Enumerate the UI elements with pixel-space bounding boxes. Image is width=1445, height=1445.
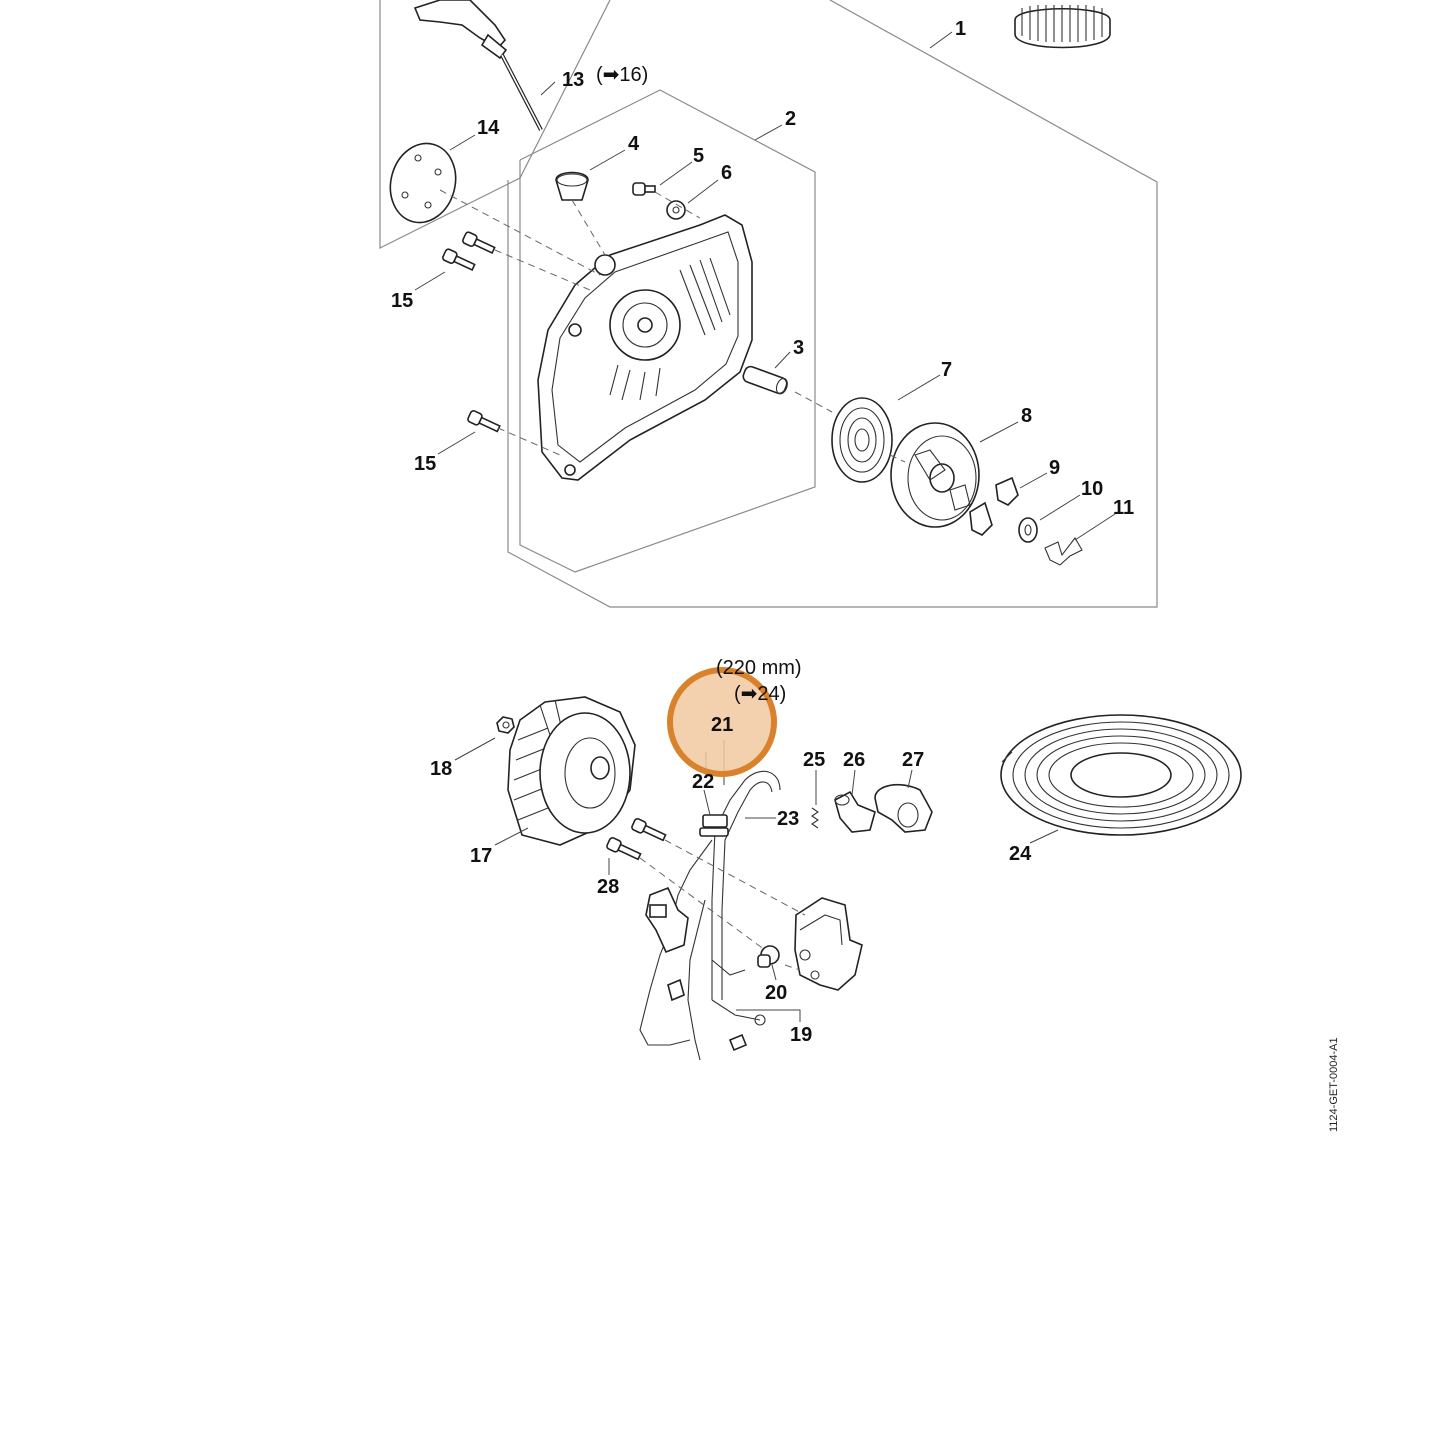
part-27-spark-plug-boot[interactable] [874, 783, 933, 833]
note-length-220mm: (220 mm) [716, 657, 802, 679]
callout-13[interactable]: 13 [562, 69, 584, 91]
part-2-fan-housing[interactable] [537, 214, 753, 481]
callout-9[interactable]: 9 [1049, 457, 1060, 479]
part-7-rewind-spring[interactable] [831, 397, 893, 483]
callout-22[interactable]: 22 [692, 771, 714, 793]
callout-28[interactable]: 28 [597, 876, 619, 898]
callout-5[interactable]: 5 [693, 145, 704, 167]
part-4-plug[interactable] [555, 171, 589, 201]
part-22-23-ignition-lead[interactable] [639, 770, 781, 1061]
callout-24[interactable]: 24 [1009, 843, 1032, 865]
note-ref-24: (➡24) [734, 683, 786, 705]
callout-1[interactable]: 1 [955, 18, 966, 40]
part-26-elbow-connector[interactable] [834, 790, 876, 833]
part-20-bushing[interactable] [757, 945, 780, 968]
callout-21[interactable]: 21 [711, 714, 733, 736]
part-11-spring-clip[interactable] [1044, 537, 1083, 566]
assembly-lines-upper [439, 189, 906, 463]
note-ref-16: (➡16) [596, 64, 648, 86]
assembly-lines-lower [639, 839, 806, 971]
callout-18[interactable]: 18 [430, 758, 452, 780]
part-17-flywheel[interactable] [507, 696, 636, 846]
callout-25[interactable]: 25 [803, 749, 825, 771]
part-9-pawls[interactable] [969, 476, 1019, 536]
callout-17[interactable]: 17 [470, 845, 492, 867]
part-18-nut[interactable] [496, 716, 515, 734]
callout-20[interactable]: 20 [765, 982, 787, 1004]
callout-6[interactable]: 6 [721, 162, 732, 184]
callout-15-lower[interactable]: 15 [414, 453, 436, 475]
callout-3[interactable]: 3 [793, 337, 804, 359]
callout-15-upper[interactable]: 15 [391, 290, 413, 312]
part-6-washer[interactable] [666, 200, 686, 220]
part-15-screw-lower[interactable] [467, 409, 501, 434]
part-14-gasket[interactable] [382, 136, 465, 230]
callout-7[interactable]: 7 [941, 359, 952, 381]
ignition-connector[interactable] [645, 886, 689, 954]
part-19-ignition-module[interactable] [794, 897, 863, 991]
part-25-spring[interactable] [811, 807, 819, 829]
part-5-screw[interactable] [632, 182, 656, 196]
part-10-washer[interactable] [1018, 517, 1038, 543]
part-13-starter-grip[interactable] [413, 0, 543, 131]
part-1-starter-spool[interactable] [1014, 5, 1111, 49]
callout-10[interactable]: 10 [1081, 478, 1103, 500]
part-24-tubing-coil[interactable] [1000, 714, 1242, 836]
part-15-screws-upper[interactable] [442, 231, 496, 272]
callout-14[interactable]: 14 [477, 117, 500, 139]
part-8-rope-rotor[interactable] [890, 422, 980, 528]
callout-19[interactable]: 19 [790, 1024, 812, 1046]
callout-8[interactable]: 8 [1021, 405, 1032, 427]
callout-labels: 1 13 (➡16) 2 14 4 5 6 15 3 7 8 15 9 10 1… [391, 18, 1340, 1132]
highlight-circle [667, 667, 777, 777]
part-3-pin[interactable] [742, 365, 790, 395]
callout-27[interactable]: 27 [902, 749, 924, 771]
callout-2[interactable]: 2 [785, 108, 796, 130]
assembly-frames [379, 0, 1158, 608]
callout-4[interactable]: 4 [628, 133, 640, 155]
callout-11[interactable]: 11 [1113, 497, 1134, 519]
part-28-screws[interactable] [606, 817, 667, 862]
leader-lines [414, 31, 1116, 1022]
document-id: 1124-GET-0004-A1 [1328, 1037, 1340, 1132]
callout-23[interactable]: 23 [777, 808, 799, 830]
callout-26[interactable]: 26 [843, 749, 865, 771]
